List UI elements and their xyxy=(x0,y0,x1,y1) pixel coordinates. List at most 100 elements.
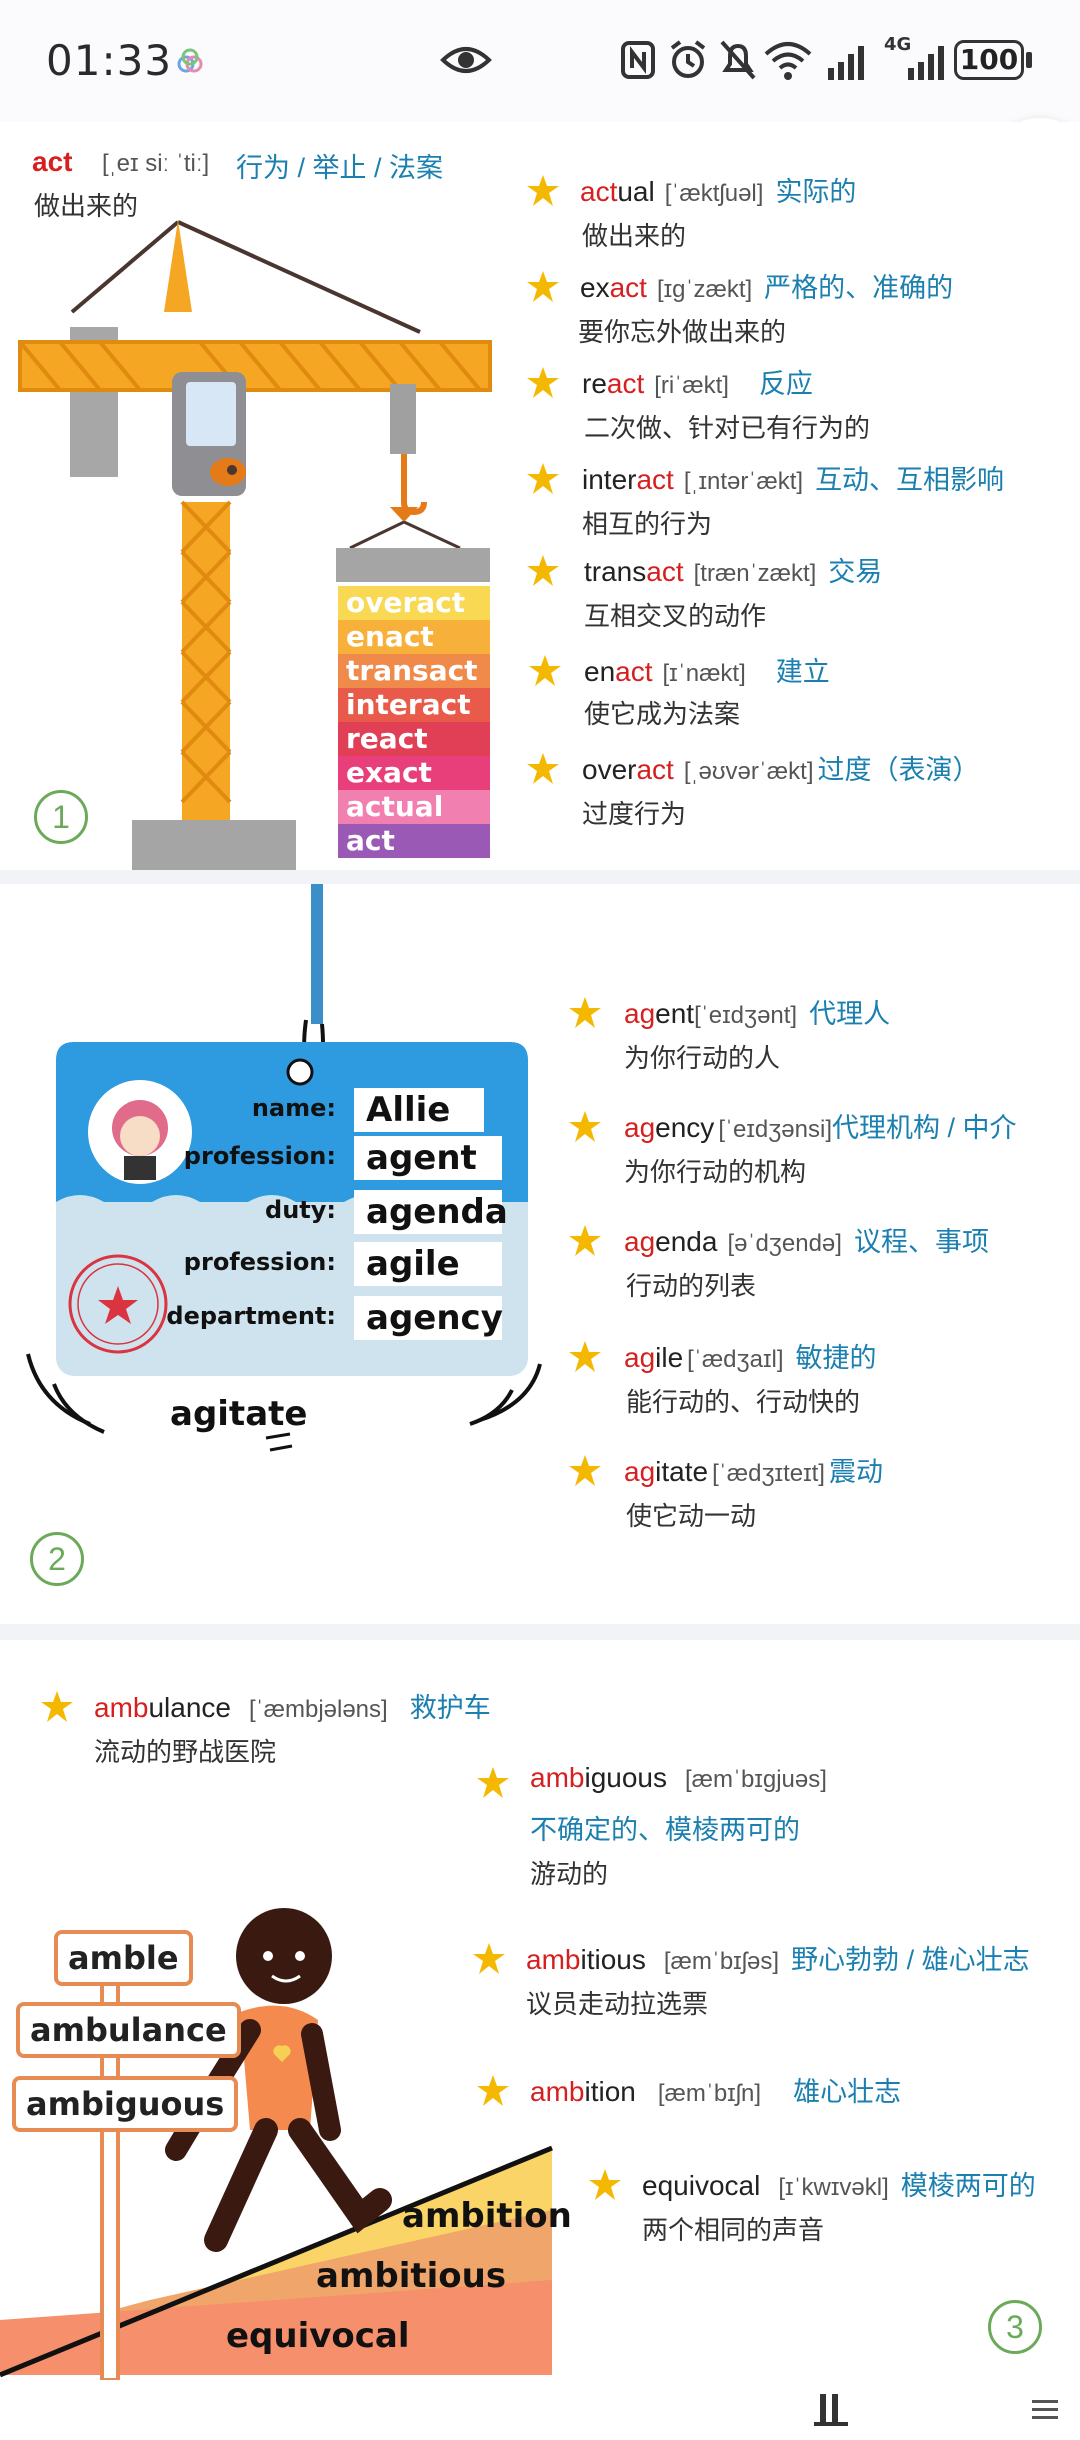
word-phonetic: [ˈædʒaɪl] xyxy=(687,1346,784,1373)
panel-ag: name: Allie profession: agent duty: agen… xyxy=(0,884,1080,1624)
panel-amb: amble ambulance ambiguous ambition ambit… xyxy=(0,1640,1080,2380)
clock: 01:33 xyxy=(46,36,173,85)
mute-icon xyxy=(720,40,756,80)
word-agitate: agitate[ˈædʒɪteɪt]震动 xyxy=(624,1450,883,1489)
word-phonetic: [ɪˈkwɪvəkl] xyxy=(778,2174,889,2201)
divider xyxy=(0,870,1080,884)
word-phonetic: [æmˈbɪʃəs] xyxy=(663,1948,780,1975)
star-icon xyxy=(527,555,559,586)
eye-icon xyxy=(440,47,492,73)
word-prefix: trans xyxy=(584,556,647,587)
word-meaning: 模棱两可的 xyxy=(900,2171,1036,2201)
card-label-name: name: xyxy=(251,1094,336,1122)
word-meaning: 互动、互相影响 xyxy=(815,465,1005,495)
word-highlight: ag xyxy=(624,1456,656,1487)
star-icon xyxy=(527,753,559,784)
word-highlight: ag xyxy=(624,1342,656,1373)
star-icon xyxy=(527,367,559,398)
word-rest: itious xyxy=(580,1944,646,1975)
alarm-icon xyxy=(670,40,706,78)
stack-exact: exact xyxy=(338,756,490,790)
star-icon xyxy=(477,1767,509,1798)
word-phonetic: [ˌəʊvərˈækt] xyxy=(683,758,814,785)
word-ambulance: ambulance[ˈæmbjələns]救护车 xyxy=(94,1686,491,1725)
word-rest: equivocal xyxy=(642,2170,761,2201)
word-rest: ile xyxy=(655,1342,684,1373)
list-icon[interactable] xyxy=(1028,2392,1062,2426)
sign-amble: amble xyxy=(54,1930,193,1986)
word-explanation: 做出来的 xyxy=(582,222,687,252)
section-number-2: 2 xyxy=(30,1532,84,1586)
word-meaning: 敏捷的 xyxy=(795,1343,877,1373)
word-ambiguous: ambiguous [æmˈbɪɡjuəs] xyxy=(530,1762,827,1794)
word-prefix: inter xyxy=(582,464,637,495)
word-agenda: agenda[əˈdʒendə]议程、事项 xyxy=(624,1220,989,1259)
word-explanation: 互相交叉的动作 xyxy=(584,602,767,632)
expand-icon[interactable] xyxy=(812,2390,852,2430)
word-explanation: 游动的 xyxy=(530,1860,609,1890)
card-value-duty: agenda xyxy=(354,1190,508,1234)
word-highlight: amb xyxy=(94,1692,149,1723)
sign-ambulance: ambulance xyxy=(16,2002,241,2058)
card-label-duty: duty: xyxy=(265,1196,336,1224)
word-explanation: 为你行动的机构 xyxy=(624,1158,807,1188)
word-rest: itate xyxy=(655,1456,709,1487)
card-label-department: department: xyxy=(166,1302,336,1330)
word-highlight: amb xyxy=(530,1762,585,1793)
star-icon xyxy=(477,2075,509,2106)
word-rest: ulance xyxy=(148,1692,231,1723)
word-highlight: act xyxy=(606,368,645,399)
word-prefix: over xyxy=(582,754,637,785)
word-meaning: 交易 xyxy=(828,557,883,587)
star-icon xyxy=(527,271,559,302)
panel-act: act [ˌeɪ siː ˈtiː] 行为 / 举止 / 法案 做出来的 xyxy=(0,122,1080,870)
wifi-icon xyxy=(764,42,812,80)
bottom-bar xyxy=(0,2380,1080,2440)
divider xyxy=(0,1624,1080,1640)
word-phonetic: [æmˈbɪɡjuəs] xyxy=(684,1766,827,1793)
star-icon xyxy=(41,1691,73,1722)
word-overact: overact[ˌəʊvərˈækt]过度（表演） xyxy=(582,748,979,787)
word-equivocal: equivocal [ɪˈkwɪvəkl] 模棱两可的 xyxy=(642,2164,1036,2203)
word-explanation: 为你行动的人 xyxy=(624,1044,781,1074)
word-enact: enact[ɪˈnækt]建立 xyxy=(584,650,830,689)
word-explanation: 要你忘外做出来的 xyxy=(578,318,787,348)
star-icon xyxy=(569,1225,601,1256)
word-interact: interact [ˌɪntərˈækt] 互动、互相影响 xyxy=(582,458,1004,497)
card-label-profession: profession: xyxy=(183,1142,336,1170)
star-icon xyxy=(569,1455,601,1486)
word-highlight: act xyxy=(636,464,674,495)
word-meaning: 救护车 xyxy=(409,1693,491,1723)
word-phonetic: [ˈeɪdʒənt] xyxy=(694,1002,798,1029)
word-highlight: ag xyxy=(624,1112,656,1143)
word-explanation: 相互的行为 xyxy=(582,510,713,540)
star-icon xyxy=(527,175,559,206)
word-highlight: amb xyxy=(530,2076,585,2107)
signal-icon-2 xyxy=(908,46,944,80)
word-highlight: act xyxy=(615,656,653,687)
star-icon xyxy=(529,655,561,686)
word-phonetic: [ˌɪntərˈækt] xyxy=(683,468,804,495)
word-meaning: 议程、事项 xyxy=(853,1227,989,1257)
word-highlight: ag xyxy=(624,998,656,1029)
star-icon xyxy=(569,1111,601,1142)
word-actual: actual[ˈæktʃuəl]实际的 xyxy=(580,170,856,209)
word-meaning: 建立 xyxy=(775,657,830,687)
word-prefix: ex xyxy=(580,272,610,303)
slope-ambitious: ambitious xyxy=(316,2256,507,2296)
status-bar: 01:33 4G 100 xyxy=(0,0,1080,122)
word-meaning: 严格的、准确的 xyxy=(764,273,954,303)
word-phonetic: [ɪɡˈzækt] xyxy=(656,276,753,303)
stack-react: react xyxy=(338,722,490,756)
word-rest: ition xyxy=(584,2076,636,2107)
root-explanation: 做出来的 xyxy=(34,192,139,222)
word-prefix: en xyxy=(584,656,616,687)
word-highlight: act xyxy=(609,272,647,303)
word-explanation: 行动的列表 xyxy=(626,1272,757,1302)
word-rest: iguous xyxy=(584,1762,667,1793)
stack-overact: overact xyxy=(338,586,490,620)
network-type: 4G xyxy=(884,34,912,55)
root-meaning: 行为 / 举止 / 法案 xyxy=(236,153,444,183)
shake-label: agitate xyxy=(170,1394,308,1434)
word-meaning: 代理机构 / 中介 xyxy=(831,1113,1017,1143)
